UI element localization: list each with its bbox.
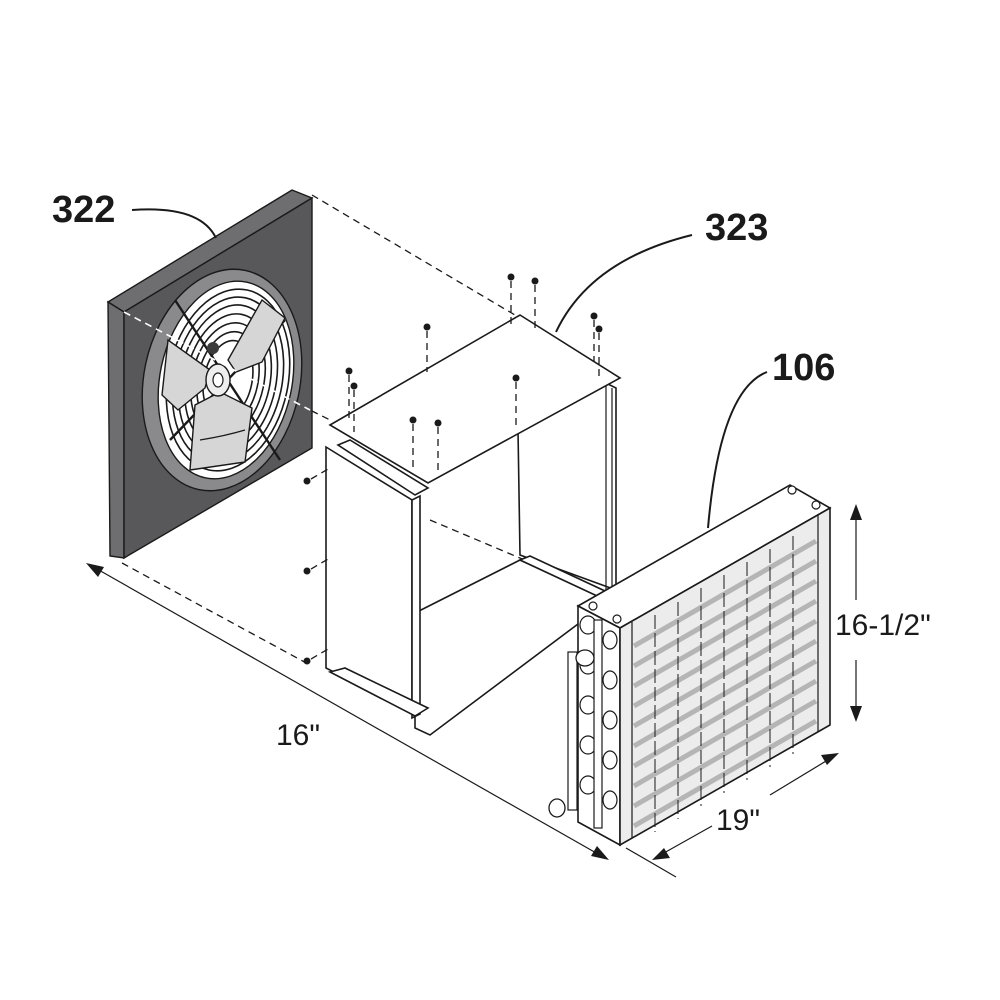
fan-blades [161,298,286,471]
leader-lines [131,208,768,529]
projection-lines [289,194,561,576]
coil-tube-stripes [632,538,818,829]
dimension-height-arrow [850,504,862,722]
fan-assembly [106,189,314,560]
label-coil-106: 106 [772,347,835,389]
dimension-length-label: 16" [276,719,320,752]
coil-fin-face [619,506,831,847]
screws [303,273,603,665]
dimension-height-label: 16-1/2" [835,609,931,642]
housing-enclosure [303,273,623,736]
label-housing-323: 323 [705,207,768,249]
dimension-width-label: 19" [716,804,760,837]
housing-top-panel [328,314,622,484]
heat-exchanger-coil [548,484,832,847]
dimension-width-arrow [625,753,839,878]
dimension-length-arrow [86,562,609,860]
label-fan-322: 322 [52,189,115,231]
